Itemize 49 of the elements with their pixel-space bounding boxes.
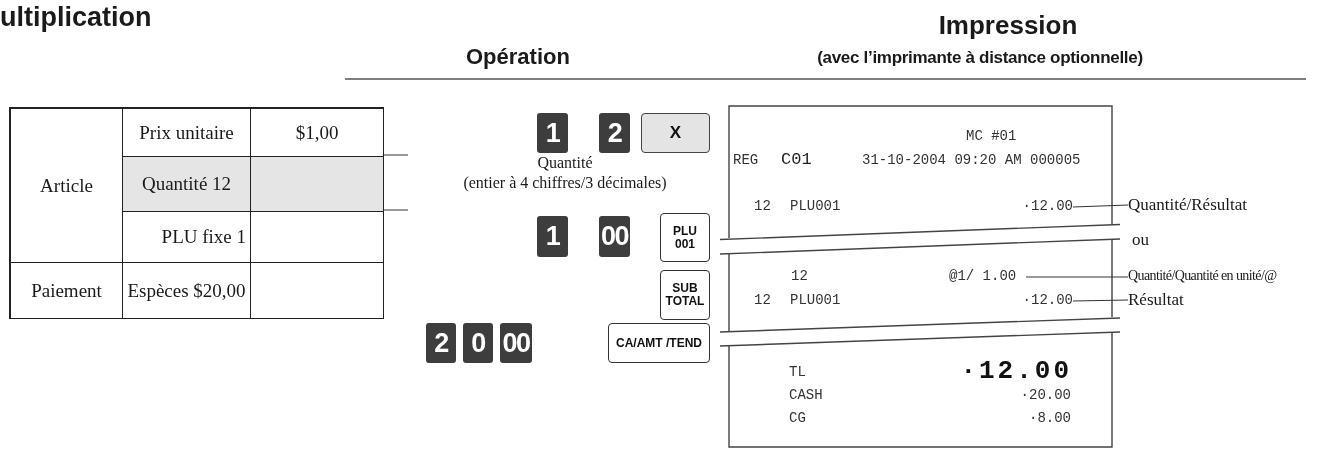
annotation: Quantité/Quantité en unité/@ — [1128, 268, 1277, 284]
receipt-text: 12 — [791, 268, 808, 284]
annotation: Quantité/Résultat — [1128, 195, 1247, 215]
leader-line — [1025, 276, 1129, 278]
receipt-text: C01 — [781, 150, 812, 169]
receipt-text: PLU001 — [790, 292, 841, 308]
receipt-total: ·12.00 — [959, 356, 1072, 386]
page-title: ultiplication — [0, 2, 152, 33]
keypad-key: 2 — [426, 323, 456, 363]
key-caption: (entier à 4 chiffres/3 décimales) — [462, 174, 668, 192]
receipt-text: 12 — [754, 198, 771, 214]
receipt-text: CG — [789, 410, 806, 426]
receipt-text: 12 — [754, 292, 771, 308]
keypad-key: 0 — [463, 323, 493, 363]
keypad-key: 1 — [537, 113, 568, 153]
keypad-key: 1 — [537, 216, 568, 257]
table-cell: Quantité 12 — [123, 157, 251, 212]
leader-line — [1072, 204, 1129, 208]
receipt-text: 31-10-2004 09:20 AM 000005 — [862, 152, 1081, 168]
keypad-key: 2 — [599, 113, 630, 153]
receipt-text: MC #01 — [966, 128, 1017, 144]
receipt-text: TL — [789, 364, 806, 380]
receipt-text: ·12.00 — [1022, 198, 1073, 214]
keypad-key: X — [641, 113, 710, 153]
keypad-key: 00 — [599, 216, 630, 257]
receipt-text: CASH — [789, 387, 823, 403]
table-cell: Espèces $20,00 — [123, 263, 251, 319]
receipt-text: ·12.00 — [1022, 292, 1073, 308]
keypad-key: PLU 001 — [660, 213, 710, 262]
table-cell: Article — [11, 109, 123, 263]
table-cell: Prix unitaire — [123, 109, 251, 157]
keypad-key: CA/AMT /TEND — [608, 323, 710, 363]
annotation: Résultat — [1128, 290, 1184, 310]
annotation: ou — [1132, 230, 1149, 250]
receipt-text: ·20.00 — [1019, 387, 1071, 403]
keypad-key: 00 — [500, 323, 532, 363]
table-cell: PLU fixe 1 — [123, 212, 251, 263]
receipt-text: REG — [733, 152, 759, 168]
receipt-text: ·8.00 — [1028, 410, 1071, 426]
leader-line — [1072, 299, 1129, 302]
keypad-key: SUB TOTAL — [660, 270, 710, 320]
section-heading: Opération — [466, 44, 570, 70]
receipt-text: PLU001 — [790, 198, 841, 214]
receipt-text: @1/ 1.00 — [949, 268, 1017, 284]
key-caption: Quantité — [536, 154, 594, 172]
section-subheading: (avec l’imprimante à distance optionnelle) — [816, 48, 1144, 68]
table-cell: Paiement — [11, 263, 123, 319]
section-heading: Impression — [937, 10, 1079, 41]
table-cell: $1,00 — [251, 109, 384, 157]
